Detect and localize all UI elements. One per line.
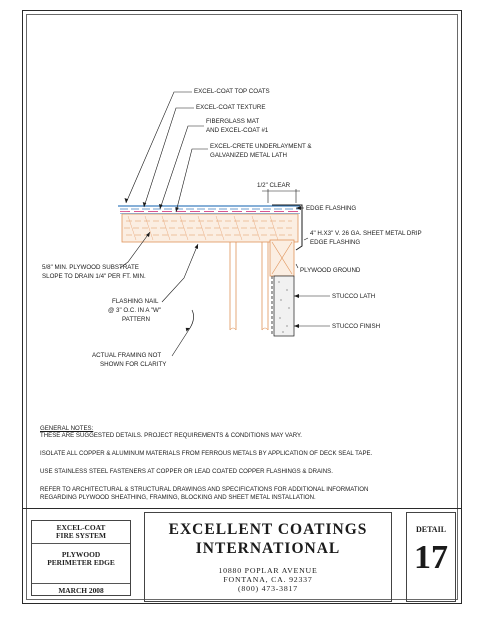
plywood-substrate [121, 213, 299, 243]
note-item: THESE ARE SUGGESTED DETAILS. PROJECT REQ… [40, 432, 302, 440]
detail-date: MARCH 2008 [58, 586, 104, 595]
company-name: EXCELLENT COATINGS INTERNATIONAL [168, 521, 368, 557]
label-texture: EXCEL-COAT TEXTURE [196, 104, 266, 111]
leader-arrowheads [124, 198, 301, 332]
label-slope-to-drain: SLOPE TO DRAIN 1/4" PER FT. MIN. [42, 273, 146, 280]
label-edge-flashing: EDGE FLASHING [306, 205, 357, 212]
note-item: ISOLATE ALL COPPER & ALUMINUM MATERIALS … [40, 450, 373, 458]
label-top-coats: EXCEL-COAT TOP COATS [194, 88, 270, 95]
label-fiberglass-mat: FIBERGLASS MAT [206, 118, 260, 125]
detail-number: 17 [414, 539, 448, 576]
label-underlayment: EXCEL-CRETE UNDERLAYMENT & [210, 143, 312, 150]
label-nail-spacing: @ 3" O.C. IN A "W" [108, 307, 162, 314]
label-drip-edge-size: 4" h.x3" v. 26 GA. SHEET METAL DRIP [310, 230, 422, 237]
note-item: USE STAINLESS STEEL FASTENERS AT COPPER … [40, 468, 333, 476]
title-block: EXCEL-COAT FIRE SYSTEM PLYWOOD PERIMETER… [22, 508, 462, 604]
label-framing-clarity: SHOWN FOR CLARITY [100, 361, 167, 368]
label-stucco-finish: STUCCO FINISH [332, 323, 381, 330]
detail-number-box: DETAIL 17 [406, 512, 456, 602]
label-clearance: 1/2" CLEAR [257, 182, 291, 189]
label-flashing-nail: FLASHING NAIL [112, 298, 159, 305]
divider [32, 583, 130, 584]
label-plywood-ground: PLYWOOD GROUND [300, 267, 361, 274]
address-street: 10880 POPLAR AVENUE [218, 566, 318, 575]
label-plywood-substrate: 5/8" MIN. PLYWOOD SUBSTRATE [42, 264, 139, 271]
coating-layers [118, 205, 300, 214]
system-name: EXCEL-COAT FIRE SYSTEM [56, 523, 106, 540]
stucco-wall [271, 275, 295, 337]
detail-label: DETAIL [415, 525, 447, 534]
note-item: REFER TO ARCHITECTURAL & STRUCTURAL DRAW… [40, 486, 369, 501]
framing-members [229, 242, 269, 331]
label-nail-pattern: PATTERN [122, 316, 150, 323]
drip-edge-flashing [272, 204, 303, 251]
drawing-sheet-border [22, 10, 462, 604]
label-galvanized-lath: GALVANIZED METAL LATH [210, 152, 288, 159]
detail-info-box: EXCEL-COAT FIRE SYSTEM PLYWOOD PERIMETER… [31, 520, 131, 596]
leader-lines [119, 91, 330, 357]
label-drip-edge-flashing: EDGE FLASHING [310, 239, 361, 246]
notes-heading: GENERAL NOTES: [40, 425, 94, 432]
address-city: FONTANA, CA. 92337 [223, 575, 313, 584]
company-address: 10880 POPLAR AVENUE FONTANA, CA. 92337 (… [145, 566, 391, 593]
label-framing-note: ACTUAL FRAMING NOT [92, 352, 162, 359]
label-excel-coat-1: AND EXCEL-COAT #1 [206, 127, 269, 134]
divider [32, 543, 130, 544]
company-phone: (800) 473-3817 [238, 584, 298, 593]
drawing-sheet-inner-border [26, 14, 458, 600]
plywood-ground [269, 239, 295, 277]
label-stucco-lath: STUCCO LATH [332, 293, 376, 300]
flashing-nail-break [189, 309, 194, 329]
company-box: EXCELLENT COATINGS INTERNATIONAL 10880 P… [144, 512, 392, 602]
detail-name: PLYWOOD PERIMETER EDGE [47, 550, 115, 567]
general-notes: GENERAL NOTES: THESE ARE SUGGESTED DETAI… [40, 425, 440, 511]
